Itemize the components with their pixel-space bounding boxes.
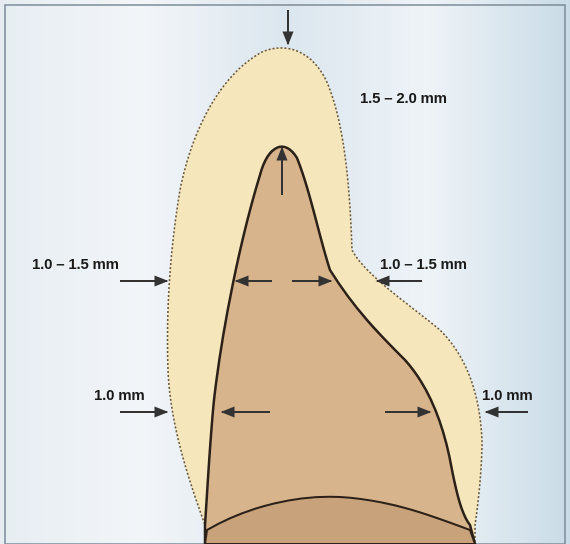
label-incisal: 1.5 – 2.0 mm [360, 90, 447, 107]
label-right-upper: 1.0 – 1.5 mm [380, 256, 467, 273]
label-left-upper: 1.0 – 1.5 mm [32, 256, 119, 273]
label-right-lower: 1.0 mm [482, 387, 533, 404]
label-left-lower: 1.0 mm [94, 387, 145, 404]
